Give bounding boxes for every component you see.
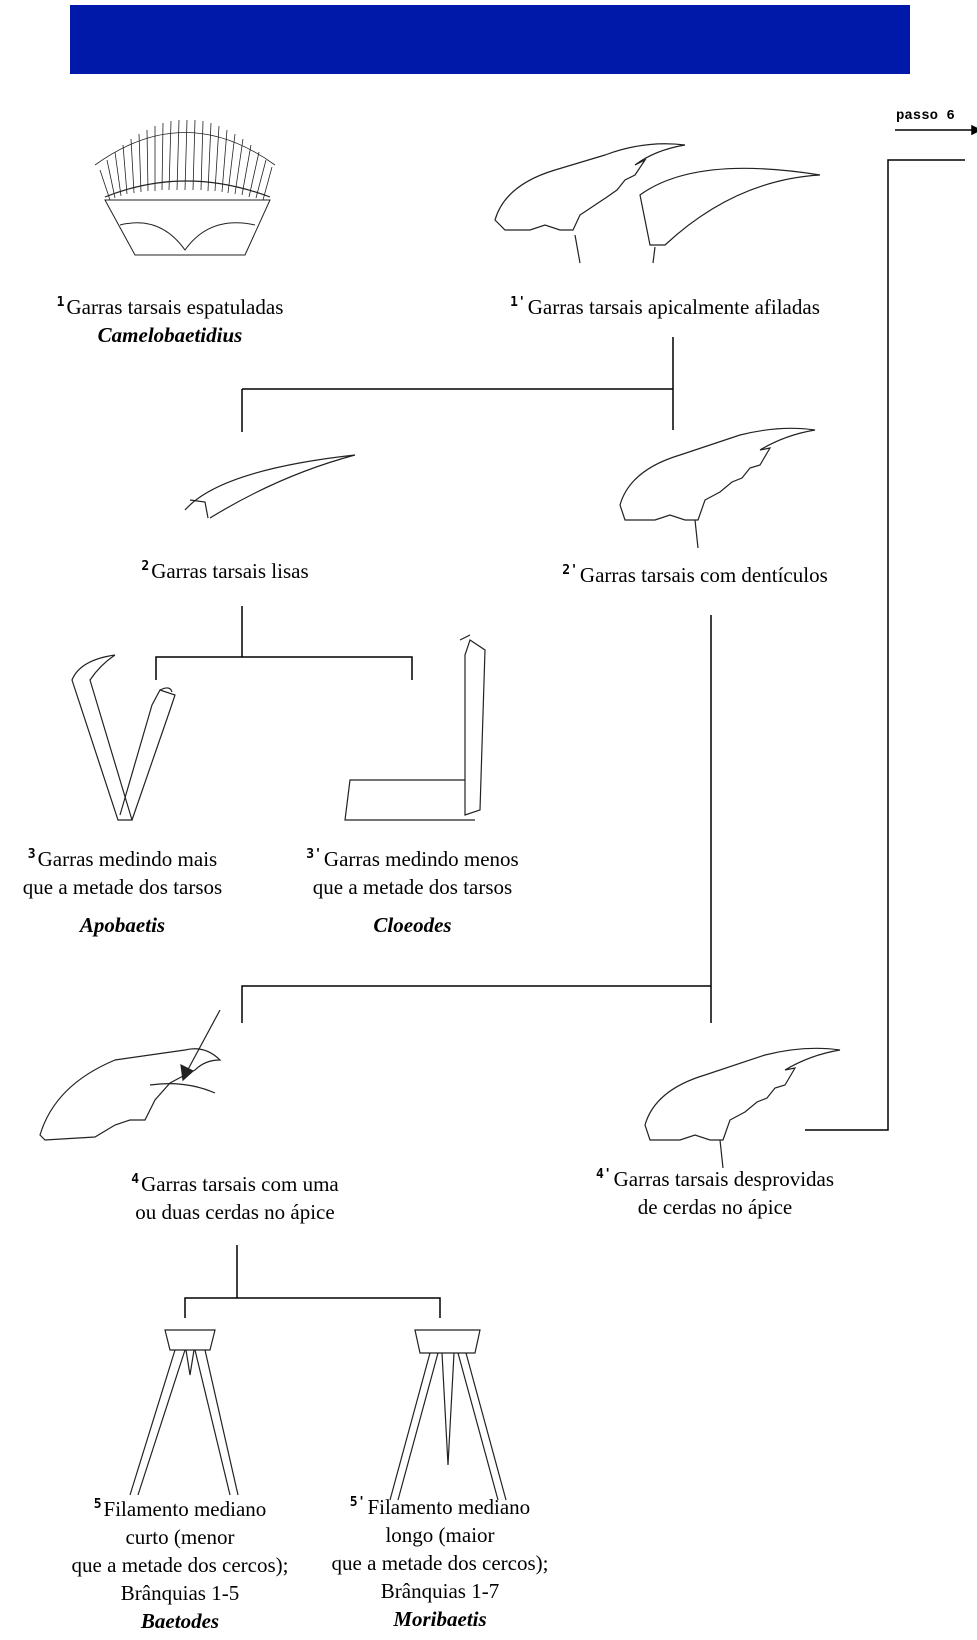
couplet-5p-line4: Brânquias 1-7 bbox=[380, 1579, 500, 1603]
tapered-claws-illustration bbox=[494, 143, 821, 264]
couplet-1-label: 1Garras tarsais espatuladas Camelobaetid… bbox=[40, 293, 300, 349]
next-step-label[interactable]: passo 6 bbox=[896, 108, 955, 124]
couplet-1-number: 1 bbox=[56, 295, 65, 310]
couplet-4p-line2: de cerdas no ápice bbox=[637, 1195, 793, 1219]
couplet-2-number: 2 bbox=[141, 559, 150, 574]
couplet-1-text: Garras tarsais espatuladas bbox=[66, 295, 284, 319]
bare-claw-illustration bbox=[644, 1047, 841, 1169]
couplet-4-number: 4 bbox=[131, 1172, 140, 1187]
couplet-3-line2: que a metade dos tarsos bbox=[22, 875, 223, 899]
couplet-5p-number: 5' bbox=[349, 1495, 366, 1510]
couplet-4p-line1: Garras tarsais desprovidas bbox=[613, 1167, 835, 1191]
couplet-4-line2: ou duas cerdas no ápice bbox=[135, 1200, 335, 1224]
couplet-2-text: Garras tarsais lisas bbox=[151, 559, 309, 583]
spatulate-claw-illustration bbox=[94, 119, 276, 256]
couplet-3-label: 3Garras medindo mais que a metade dos ta… bbox=[5, 845, 240, 939]
couplet-4p-number: 4' bbox=[595, 1167, 612, 1182]
couplet-1-taxon: Camelobaetidius bbox=[97, 323, 243, 347]
apobaetis-leg-illustration bbox=[71, 654, 176, 821]
couplet-5p-line1: Filamento mediano bbox=[367, 1495, 531, 1519]
couplet-5p-line2: longo (maior bbox=[385, 1523, 495, 1547]
couplet-4p-label: 4'Garras tarsais desprovidas de cerdas n… bbox=[570, 1165, 860, 1221]
couplet-5-line1: Filamento mediano bbox=[103, 1497, 267, 1521]
couplet-5p-line3: que a metade dos cercos); bbox=[331, 1551, 549, 1575]
couplet-3p-label: 3'Garras medindo menos que a metade dos … bbox=[285, 845, 540, 939]
smooth-claw-illustration bbox=[184, 454, 356, 519]
couplet-2p-label: 2'Garras tarsais com dentículos bbox=[545, 561, 845, 589]
couplet-1p-number: 1' bbox=[510, 295, 526, 310]
seta-claw-illustration bbox=[39, 1009, 222, 1141]
couplet-5-number: 5 bbox=[93, 1497, 102, 1512]
denticled-claw-illustration bbox=[619, 427, 816, 549]
couplet-3-number: 3 bbox=[27, 847, 36, 862]
couplet-2-label: 2Garras tarsais lisas bbox=[110, 557, 340, 585]
couplet-5-line3: que a metade dos cercos); bbox=[71, 1553, 289, 1577]
couplet-5-line4: Brânquias 1-5 bbox=[120, 1581, 240, 1605]
couplet-2p-number: 2' bbox=[562, 563, 578, 578]
couplet-3p-number: 3' bbox=[306, 847, 322, 862]
couplet-5-taxon: Baetodes bbox=[140, 1609, 220, 1633]
couplet-3-line1: Garras medindo mais bbox=[37, 847, 218, 871]
couplet-5p-taxon: Moribaetis bbox=[393, 1607, 487, 1631]
cloeodes-leg-illustration bbox=[344, 634, 486, 821]
couplet-4-line1: Garras tarsais com uma bbox=[141, 1172, 339, 1196]
couplet-4-label: 4Garras tarsais com uma ou duas cerdas n… bbox=[105, 1170, 365, 1226]
couplet-1p-text: Garras tarsais apicalmente afiladas bbox=[527, 295, 820, 319]
couplet-2p-text: Garras tarsais com dentículos bbox=[579, 563, 828, 587]
moribaetis-filaments-illustration bbox=[389, 1329, 507, 1501]
couplet-5-label: 5Filamento mediano curto (menor que a me… bbox=[55, 1495, 305, 1635]
couplet-3p-line1: Garras medindo menos bbox=[323, 847, 519, 871]
couplet-3-taxon: Apobaetis bbox=[79, 913, 166, 937]
header-banner bbox=[70, 5, 910, 74]
couplet-3p-taxon: Cloeodes bbox=[373, 913, 452, 937]
couplet-5p-label: 5'Filamento mediano longo (maior que a m… bbox=[315, 1493, 565, 1633]
couplet-1p-label: 1'Garras tarsais apicalmente afiladas bbox=[495, 293, 835, 321]
baetodes-filaments-illustration bbox=[129, 1329, 239, 1496]
couplet-5-line2: curto (menor bbox=[125, 1525, 235, 1549]
couplet-3p-line2: que a metade dos tarsos bbox=[312, 875, 513, 899]
